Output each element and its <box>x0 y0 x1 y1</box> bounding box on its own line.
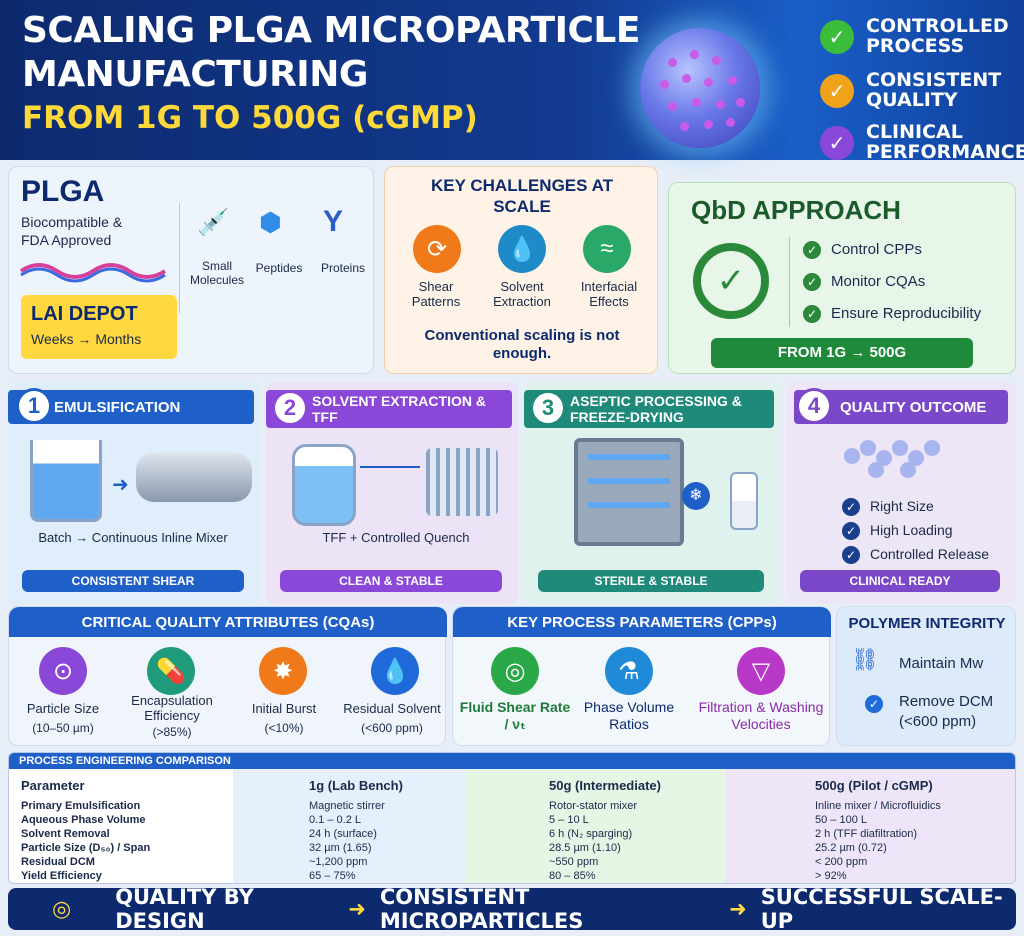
page-title-line1: SCALING PLGA MICROPARTICLE <box>22 10 640 51</box>
shear-flow-icon: ◎ <box>491 647 539 695</box>
particle-size-icon: ⊙ <box>39 647 87 695</box>
microparticle-image <box>640 28 760 148</box>
molecule-peptides: Peptides <box>255 261 303 275</box>
challenges-note: Conventional scaling is not enough. <box>424 327 620 362</box>
gear-check-icon: ✓ <box>693 243 769 319</box>
qbd-card: QbD APPROACH ✓ ✓Control CPPs ✓Monitor CQ… <box>668 182 1016 374</box>
freeze-dryer-icon <box>574 438 684 546</box>
tff-unit-icon <box>426 448 498 516</box>
arrow-icon: ➜ <box>348 897 366 921</box>
molecule-small: Small Molecules <box>189 259 245 287</box>
polymer-chain-icon <box>19 263 167 283</box>
check-icon: ✓ <box>820 74 854 108</box>
challenges-title: KEY CHALLENGES AT SCALE <box>431 176 613 216</box>
plga-title: PLGA <box>21 175 105 208</box>
check-icon: ✓ <box>865 695 883 713</box>
check-icon: ✓ <box>842 546 860 565</box>
comparison-table: PROCESS ENGINEERING COMPARISON Parameter… <box>8 752 1016 884</box>
shear-icon: ⟳ <box>413 225 461 273</box>
check-icon: ✓ <box>803 241 821 260</box>
snowflake-icon: ❄ <box>682 482 710 510</box>
target-icon: ◎ <box>52 896 72 922</box>
check-icon: ✓ <box>842 498 860 517</box>
qbd-item-cpps: ✓Control CPPs <box>803 241 922 260</box>
page-subtitle: FROM 1G TO 500G (cGMP) <box>22 100 478 136</box>
step-solvent-extraction: SOLVENT EXTRACTION & TFF 2 TFF + Control… <box>266 382 518 604</box>
burst-icon: ✸ <box>259 647 307 695</box>
lai-depot-box: LAI DEPOT Weeks → Months <box>21 295 177 359</box>
interface-icon: ≈ <box>583 225 631 273</box>
vial-icon <box>730 472 758 530</box>
plga-subtitle: Biocompatible & FDA Approved <box>21 214 123 248</box>
particles-icon <box>844 438 954 478</box>
drop-icon: 💧 <box>371 647 419 695</box>
cpps-card: KEY PROCESS PARAMETERS (CPPs) ◎ ⚗ ▽ Flui… <box>452 606 831 746</box>
qbd-scale-pill: FROM 1G → 500G <box>711 338 973 368</box>
check-icon: ✓ <box>820 20 854 54</box>
molecule-proteins: Proteins <box>320 261 366 275</box>
link-icon: ⛓ <box>851 647 879 672</box>
inline-mixer-icon <box>136 452 252 502</box>
step-aseptic: ASEPTIC PROCESSING & FREEZE-DRYING 3 ❄ S… <box>524 382 780 604</box>
polymer-card: POLYMER INTEGRITY ⛓ Maintain Mw ✓ Remove… <box>836 606 1016 746</box>
check-icon: ✓ <box>820 126 854 160</box>
step-emulsification: EMULSIFICATION 1 ➜ Batch → Continuous In… <box>8 382 260 604</box>
table-row: Residual DCM~1,200 ppm~550 ppm< 200 ppm <box>21 856 868 868</box>
arrow-icon: ➜ <box>729 897 747 921</box>
step-quality-outcome: QUALITY OUTCOME 4 ✓Right Size ✓High Load… <box>786 382 1016 604</box>
plga-card: PLGA Biocompatible & FDA Approved 💉 ⬢ Y … <box>8 166 374 374</box>
syringe-icon: 💉 <box>197 207 230 237</box>
beaker-icon <box>30 440 102 522</box>
flask-icon: ⚗ <box>605 647 653 695</box>
antibody-icon: Y <box>323 205 344 238</box>
peptide-icon: ⬢ <box>259 207 282 237</box>
qbd-title: QbD APPROACH <box>691 195 901 225</box>
filter-icon: ▽ <box>737 647 785 695</box>
footer-banner: ◎ QUALITY BY DESIGN ➜ CONSISTENT MICROPA… <box>8 885 1016 933</box>
page-title-line2: MANUFACTURING <box>22 54 368 95</box>
check-icon: ✓ <box>803 305 821 324</box>
solvent-drop-icon: 💧 <box>498 225 546 273</box>
qbd-item-cqas: ✓Monitor CQAs <box>803 273 925 292</box>
check-icon: ✓ <box>803 273 821 292</box>
capsule-icon: 💊 <box>147 647 195 695</box>
table-header-row: Parameter 1g (Lab Bench) 50g (Intermedia… <box>21 778 933 793</box>
qbd-item-reproducibility: ✓Ensure Reproducibility <box>803 305 981 324</box>
reactor-icon <box>292 444 356 526</box>
challenges-card: KEY CHALLENGES AT SCALE ⟳ 💧 ≈ Shear Patt… <box>384 166 658 374</box>
header-banner <box>0 0 1024 160</box>
check-icon: ✓ <box>842 522 860 541</box>
cqas-card: CRITICAL QUALITY ATTRIBUTES (CQAs) ⊙ 💊 ✸… <box>8 606 447 746</box>
